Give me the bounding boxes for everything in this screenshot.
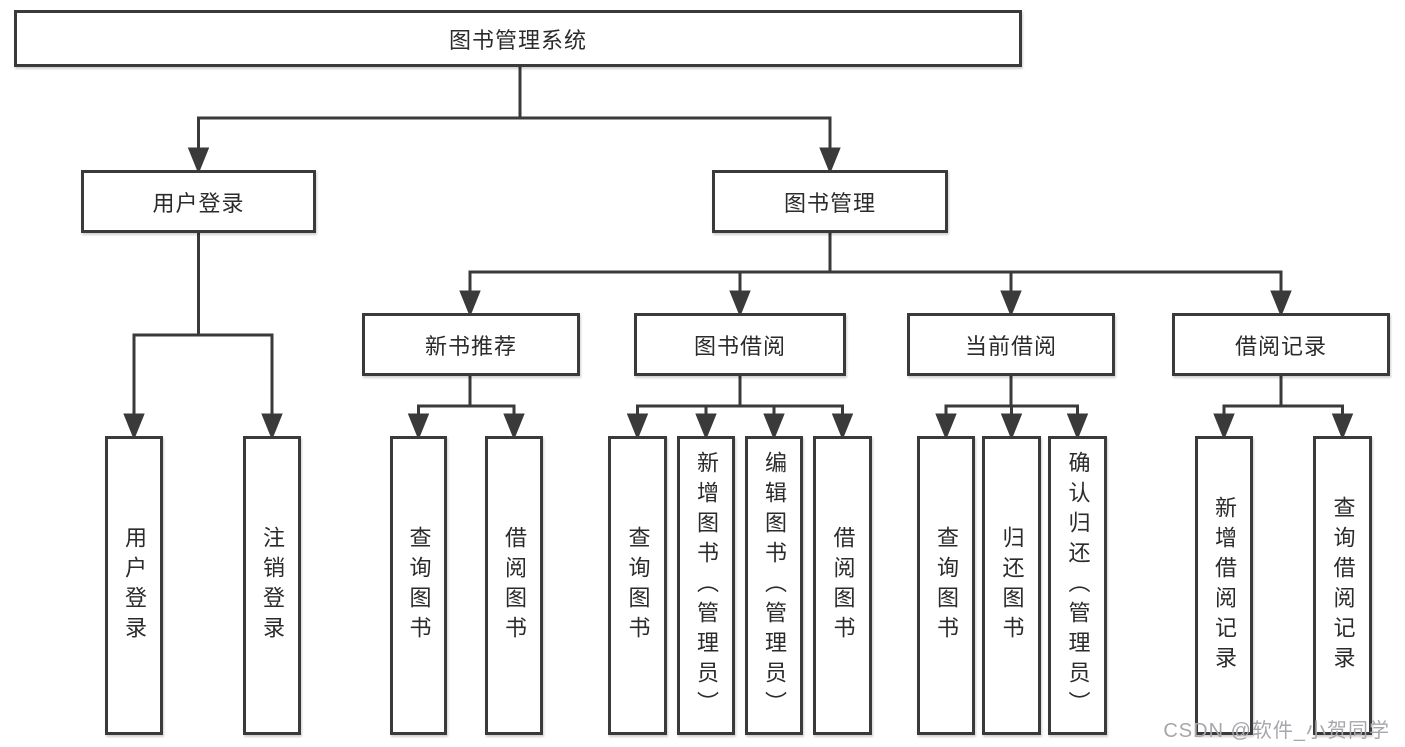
connector-bookmgmt-to-level3 xyxy=(459,232,1292,317)
node-book-borrow-label: 图书借阅 xyxy=(693,333,786,359)
node-leaf-logout: 注销登录 xyxy=(243,436,301,735)
node-leaf-add-borrow-record-label: 新增借阅记录 xyxy=(1212,495,1237,676)
node-new-book-recommend-label: 新书推荐 xyxy=(424,333,517,359)
node-new-book-recommend: 新书推荐 xyxy=(362,313,580,376)
node-user-login-label: 用户登录 xyxy=(152,190,245,216)
node-leaf-query-borrow-record: 查询借阅记录 xyxy=(1313,436,1372,735)
node-leaf-borrow-books: 借阅图书 xyxy=(813,436,872,735)
node-borrow-record-label: 借阅记录 xyxy=(1234,333,1327,359)
node-leaf-edit-books-admin: 编辑图书（管理员） xyxy=(745,436,803,735)
connector-userlogin-group xyxy=(123,232,283,440)
node-user-login: 用户登录 xyxy=(81,170,316,233)
connector-currentborrow-group xyxy=(935,375,1089,440)
connector-root-to-level2 xyxy=(187,66,841,174)
node-leaf-return-books: 归还图书 xyxy=(982,436,1041,735)
node-current-borrow-label: 当前借阅 xyxy=(964,333,1057,359)
node-leaf-edit-books-admin-label: 编辑图书（管理员） xyxy=(762,450,787,721)
node-root-label: 图书管理系统 xyxy=(448,27,587,53)
node-leaf-newbook-query-books: 查询图书 xyxy=(390,436,447,735)
node-leaf-borrow-query-books-label: 查询图书 xyxy=(625,525,651,646)
node-borrow-record: 借阅记录 xyxy=(1172,313,1390,376)
node-leaf-user-login-label: 用户登录 xyxy=(122,525,147,646)
node-leaf-confirm-return-admin: 确认归还（管理员） xyxy=(1048,436,1107,735)
node-leaf-add-books-admin: 新增图书（管理员） xyxy=(677,436,735,735)
node-leaf-query-borrow-record-label: 查询借阅记录 xyxy=(1330,495,1356,676)
node-leaf-add-borrow-record: 新增借阅记录 xyxy=(1195,436,1253,735)
node-leaf-borrow-books-label: 借阅图书 xyxy=(830,525,856,646)
node-leaf-logout-label: 注销登录 xyxy=(260,525,285,646)
node-root: 图书管理系统 xyxy=(14,10,1022,67)
connector-bookborrow-group xyxy=(626,375,854,440)
connector-newbook-group xyxy=(407,375,525,440)
node-leaf-confirm-return-admin-label: 确认归还（管理员） xyxy=(1065,450,1091,721)
node-leaf-current-query-books: 查询图书 xyxy=(917,436,975,735)
node-leaf-user-login: 用户登录 xyxy=(105,436,163,735)
node-book-management: 图书管理 xyxy=(712,170,948,233)
node-book-management-label: 图书管理 xyxy=(783,190,876,216)
node-leaf-newbook-query-books-label: 查询图书 xyxy=(406,525,432,646)
node-leaf-newbook-borrow-books-label: 借阅图书 xyxy=(502,525,527,646)
node-leaf-return-books-label: 归还图书 xyxy=(999,525,1025,646)
node-current-borrow: 当前借阅 xyxy=(907,313,1115,376)
node-leaf-borrow-query-books: 查询图书 xyxy=(608,436,667,735)
node-book-borrow: 图书借阅 xyxy=(634,313,846,376)
node-leaf-add-books-admin-label: 新增图书（管理员） xyxy=(694,450,719,721)
csdn-watermark: CSDN @软件_小贺同学 xyxy=(1163,720,1390,742)
node-leaf-newbook-borrow-books: 借阅图书 xyxy=(485,436,543,735)
connector-borrowrecord-group xyxy=(1213,375,1354,440)
node-leaf-current-query-books-label: 查询图书 xyxy=(934,525,959,646)
